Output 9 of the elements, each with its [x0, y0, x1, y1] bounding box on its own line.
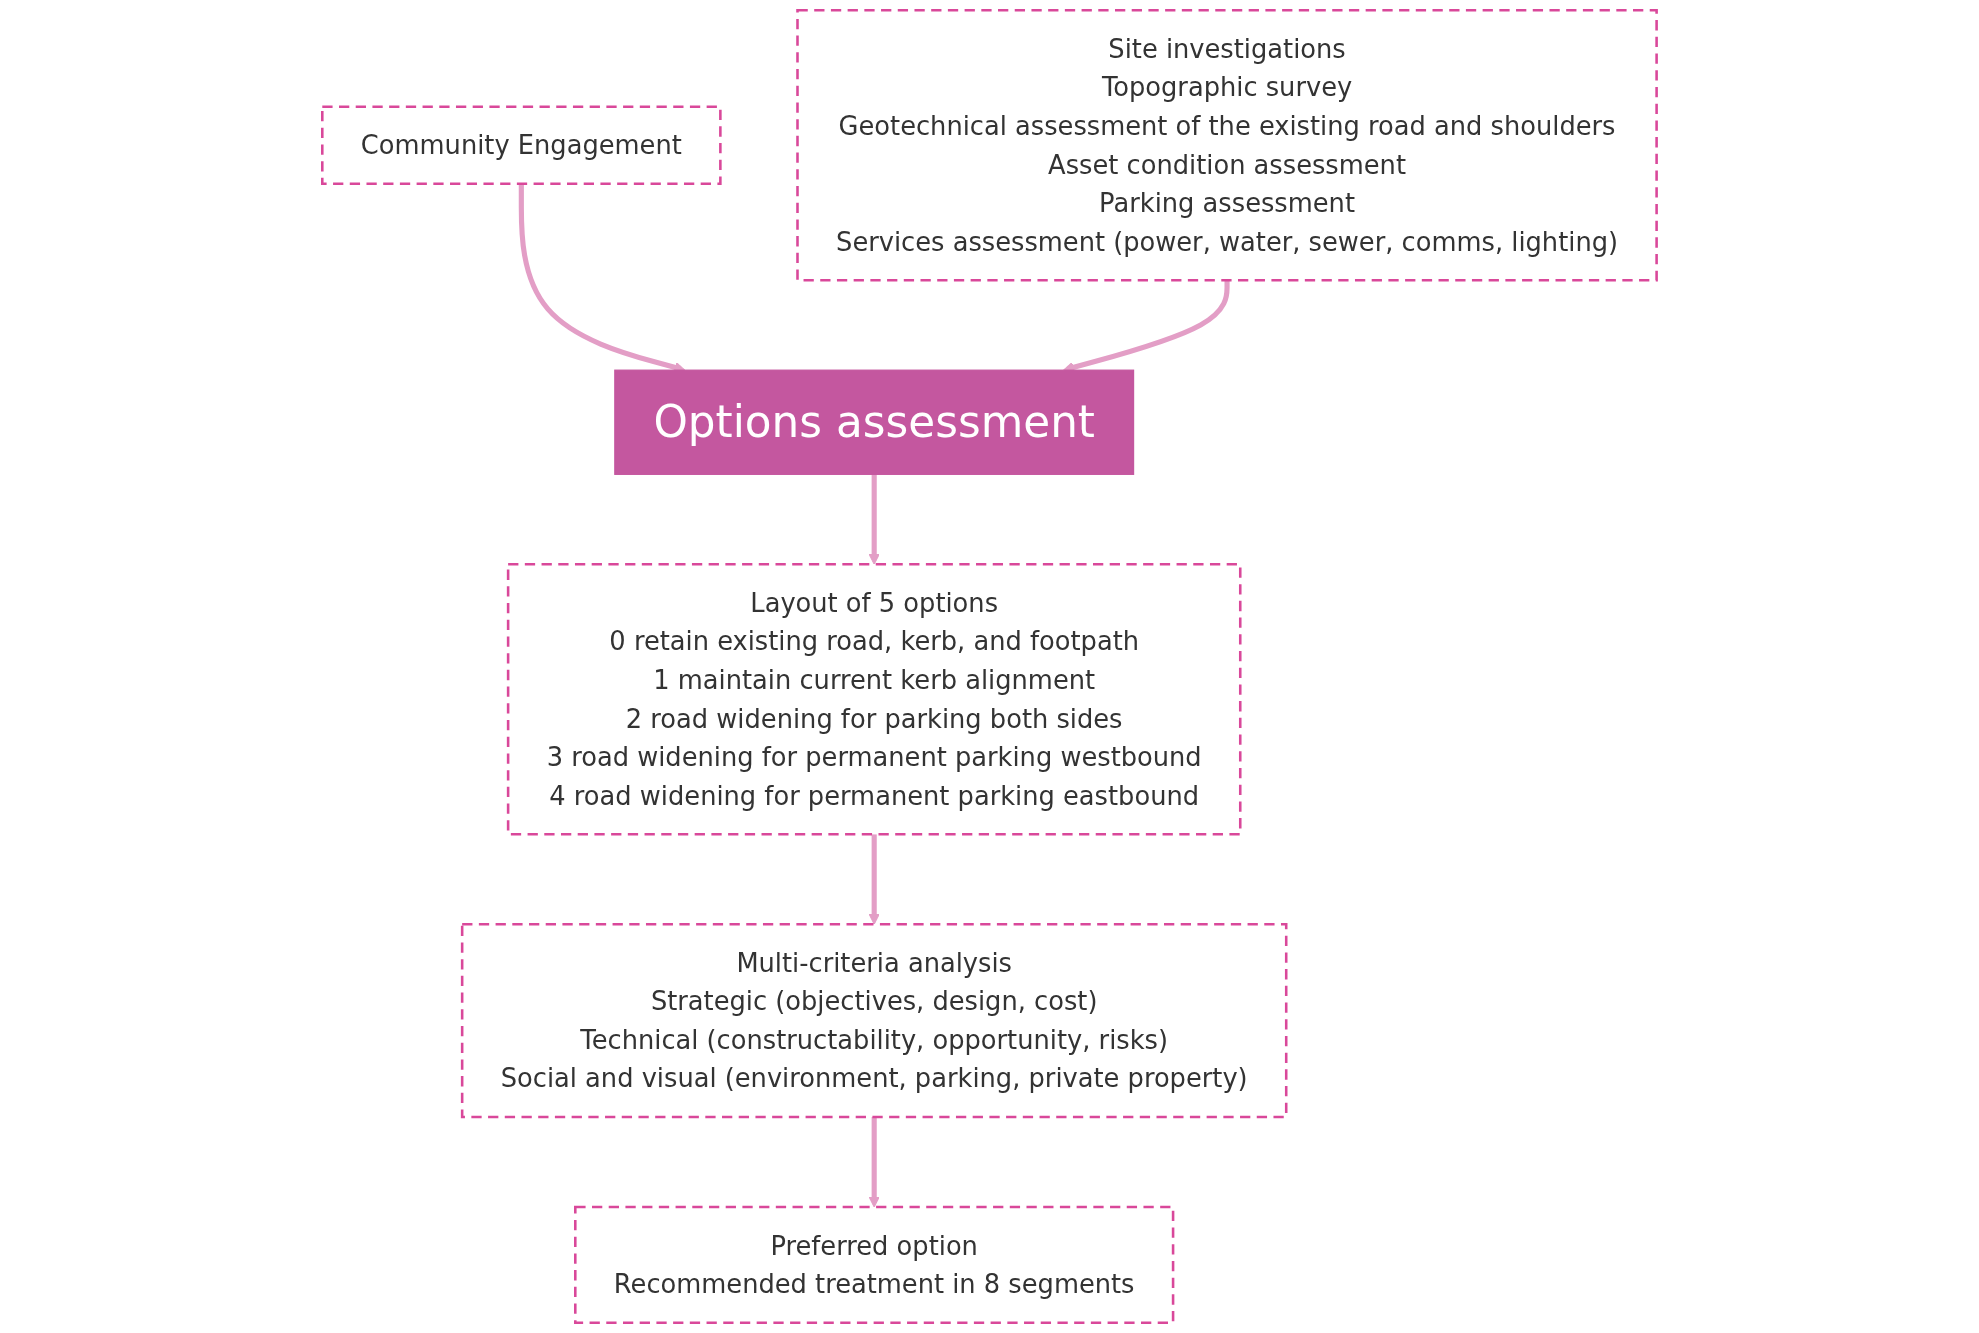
arrow	[868, 834, 880, 925]
node-box: Layout of 5 options 0 retain existing road, kerb, and footpath 1 maintain current kerb alignment 2 road widening for parking both sides 3 road widening for permanent parking westbound 4 road widening for permanent parking eastbound	[506, 563, 1242, 836]
node-box: Community Engagement	[321, 105, 722, 186]
arrow	[868, 474, 880, 565]
node-box: Preferred option Recommended treatment in 8 segments	[574, 1205, 1175, 1324]
node-box: Options assessment	[614, 369, 1135, 475]
node-box: Multi-criteria analysis Strategic (objectives, design, cost) Technical (constructability, opportunity, risks) Social and visual (environment, parking, private property)	[460, 922, 1288, 1119]
node-box: Site investigations Topographic survey Geotechnical assessment of the existing road and shoulders Asset condition assessment Parking assessment Services assessment (power, water, sewer, comms, lighting)	[796, 9, 1658, 282]
arrow	[868, 1117, 880, 1208]
